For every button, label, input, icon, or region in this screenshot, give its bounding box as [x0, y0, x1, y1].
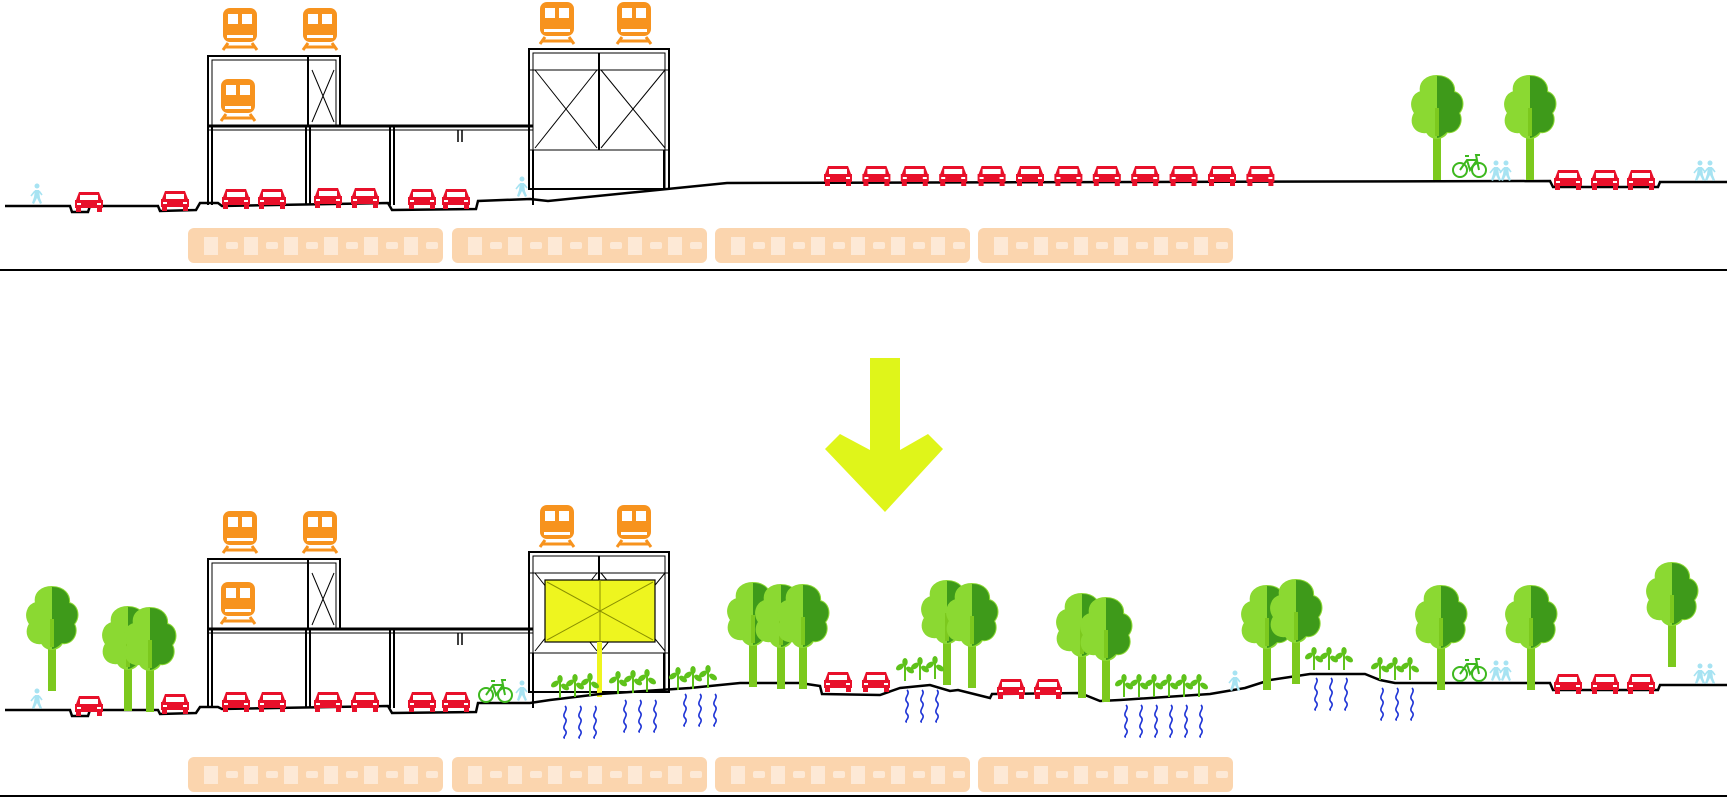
- train-icon: [538, 0, 576, 46]
- tree-icon: [777, 584, 830, 690]
- plant-icon: [909, 656, 931, 681]
- train-icon: [538, 503, 576, 549]
- water-icon: [1410, 687, 1414, 721]
- tree-icon: [1415, 585, 1468, 691]
- car-icon: [408, 692, 436, 712]
- train-icon: [615, 0, 653, 46]
- water-icon: [1380, 687, 1384, 721]
- water-icon: [1124, 704, 1128, 738]
- pedestrian-icon: [1228, 669, 1241, 692]
- water-icon: [1395, 687, 1399, 721]
- pedestrian-icon: [30, 182, 43, 205]
- water-icon: [1329, 677, 1333, 711]
- water-icon: [698, 693, 702, 727]
- transition-arrow: [825, 358, 943, 512]
- bicycle-icon: [1452, 154, 1487, 178]
- water-icon: [563, 705, 567, 739]
- water-icon: [935, 689, 939, 723]
- plant-icon: [622, 669, 644, 694]
- water-icon: [1139, 704, 1143, 738]
- pedestrian-icon: [1499, 659, 1512, 682]
- water-icon: [1314, 677, 1318, 711]
- plant-icon: [924, 655, 946, 680]
- water-icon: [578, 705, 582, 739]
- underground-train-car-before: [188, 228, 443, 263]
- car-icon: [1246, 166, 1275, 186]
- water-icon: [920, 689, 924, 723]
- plant-icon: [636, 668, 658, 693]
- underground-train-car-after: [715, 757, 970, 792]
- pedestrian-icon: [1693, 159, 1706, 182]
- car-icon: [824, 672, 852, 692]
- car-icon: [862, 672, 890, 692]
- underground-train-car-before: [452, 228, 707, 263]
- underground-train-car-after: [188, 757, 443, 792]
- car-icon: [161, 191, 189, 211]
- bicycle-icon: [478, 679, 513, 703]
- car-icon: [314, 692, 342, 712]
- pedestrian-icon: [1489, 659, 1502, 682]
- train-icon: [301, 509, 339, 555]
- underground-train-car-after: [978, 757, 1233, 792]
- pedestrian-icon: [30, 687, 43, 710]
- water-icon: [653, 699, 657, 733]
- car-icon: [161, 694, 189, 714]
- train-icon: [221, 509, 259, 555]
- tree-icon: [1646, 562, 1699, 668]
- car-icon: [351, 188, 379, 208]
- ground-line-after: [5, 672, 1727, 718]
- tree-icon: [26, 586, 79, 692]
- pedestrian-icon: [1693, 662, 1706, 685]
- water-icon: [1169, 704, 1173, 738]
- water-icon: [713, 693, 717, 727]
- plant-icon: [682, 665, 704, 690]
- water-icon: [1344, 677, 1348, 711]
- water-icon: [1154, 704, 1158, 738]
- plant-icon: [667, 666, 689, 691]
- plant-icon: [564, 673, 586, 698]
- pedestrian-icon: [1703, 159, 1716, 182]
- plant-icon: [1399, 656, 1421, 681]
- water-icon: [1199, 704, 1203, 738]
- tree-icon: [1505, 585, 1558, 691]
- pedestrian-icon: [1499, 159, 1512, 182]
- train-icon: [219, 77, 257, 123]
- pedestrian-icon: [1703, 662, 1716, 685]
- water-icon: [638, 699, 642, 733]
- train-icon: [221, 6, 259, 52]
- car-icon: [442, 692, 470, 712]
- water-icon: [593, 705, 597, 739]
- water-icon: [1184, 704, 1188, 738]
- pedestrian-icon: [515, 175, 528, 198]
- train-icon: [301, 6, 339, 52]
- car-icon: [997, 679, 1025, 699]
- car-icon: [1034, 679, 1062, 699]
- bicycle-icon: [1452, 658, 1487, 682]
- train-icon: [615, 503, 653, 549]
- car-icon: [351, 692, 379, 712]
- green-billboard-panel: [544, 579, 656, 697]
- tree-icon: [1504, 75, 1557, 181]
- car-icon: [442, 189, 470, 209]
- plant-icon: [1333, 646, 1355, 671]
- train-icon: [219, 580, 257, 626]
- tree-icon: [946, 583, 999, 689]
- water-icon: [905, 689, 909, 723]
- underground-train-car-before: [978, 228, 1233, 263]
- railway-viaduct-before: [207, 48, 670, 205]
- car-icon: [408, 189, 436, 209]
- water-icon: [683, 693, 687, 727]
- underground-train-car-before: [715, 228, 970, 263]
- underground-train-car-after: [452, 757, 707, 792]
- plant-icon: [894, 657, 916, 682]
- pedestrian-icon: [1489, 159, 1502, 182]
- water-icon: [623, 699, 627, 733]
- plant-icon: [607, 670, 629, 695]
- pedestrian-icon: [515, 679, 528, 702]
- plant-icon: [549, 674, 571, 699]
